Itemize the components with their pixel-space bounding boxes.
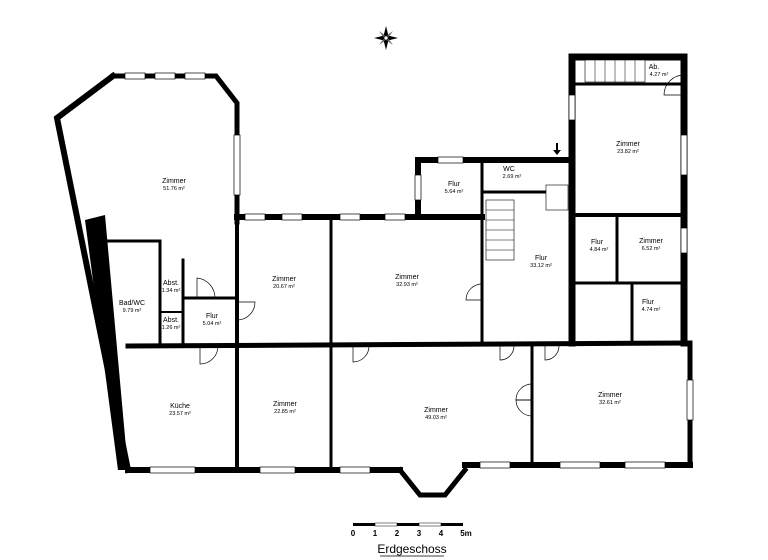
svg-text:Zimmer: Zimmer	[616, 141, 640, 148]
room-bad-wc: Bad/WC9.79 m²	[119, 300, 145, 314]
svg-text:20.67 m²: 20.67 m²	[273, 284, 295, 290]
svg-text:Flur: Flur	[206, 313, 219, 320]
svg-text:Ab.: Ab.	[649, 64, 660, 71]
svg-text:22.85 m²: 22.85 m²	[274, 409, 296, 415]
svg-text:Zimmer: Zimmer	[639, 238, 663, 245]
walls	[53, 53, 693, 498]
room-wc: WC2.69 m²	[503, 166, 522, 180]
svg-text:Zimmer: Zimmer	[424, 407, 448, 414]
svg-text:Abst.: Abst.	[163, 280, 179, 287]
doors	[196, 74, 685, 417]
entrance-arrow-icon	[553, 143, 561, 155]
svg-text:Abst.: Abst.	[163, 317, 179, 324]
svg-text:Flur: Flur	[642, 299, 655, 306]
svg-text:Flur: Flur	[448, 181, 461, 188]
svg-text:4: 4	[439, 529, 444, 538]
scale-bar: 0 1 2 3 4 5m	[351, 522, 472, 538]
room-abst-1: Abst.1.34 m²	[162, 280, 181, 294]
room-ab: Ab.4.27 m²	[649, 64, 669, 78]
svg-text:Zimmer: Zimmer	[598, 392, 622, 399]
stairs	[485, 59, 646, 261]
compass-icon	[374, 26, 398, 50]
svg-text:Küche: Küche	[170, 403, 190, 410]
svg-text:3: 3	[417, 529, 422, 538]
svg-text:Flur: Flur	[535, 255, 548, 262]
svg-text:32.93 m²: 32.93 m²	[396, 282, 418, 288]
svg-text:Zimmer: Zimmer	[272, 276, 296, 283]
svg-text:4.27 m²: 4.27 m²	[650, 72, 669, 78]
svg-text:Bad/WC: Bad/WC	[119, 300, 145, 307]
plan-title: Erdgeschoss	[377, 542, 446, 556]
svg-text:Flur: Flur	[591, 239, 604, 246]
svg-text:1.26 m²: 1.26 m²	[162, 325, 181, 331]
svg-text:4.84 m²: 4.84 m²	[590, 247, 609, 253]
svg-text:WC: WC	[503, 166, 515, 173]
svg-text:5.64 m²: 5.64 m²	[445, 189, 464, 195]
svg-text:Zimmer: Zimmer	[273, 401, 297, 408]
svg-text:5m: 5m	[460, 529, 472, 538]
svg-text:9.79 m²: 9.79 m²	[123, 308, 142, 314]
svg-text:1.34 m²: 1.34 m²	[162, 288, 181, 294]
svg-text:23.57 m²: 23.57 m²	[169, 411, 191, 417]
svg-text:49.03 m²: 49.03 m²	[425, 415, 447, 421]
svg-text:51.76 m²: 51.76 m²	[163, 186, 185, 192]
windows	[124, 72, 694, 474]
svg-text:6.52 m²: 6.52 m²	[642, 246, 661, 252]
svg-text:32.61 m²: 32.61 m²	[599, 400, 621, 406]
svg-text:Zimmer: Zimmer	[395, 274, 419, 281]
svg-text:Zimmer: Zimmer	[162, 178, 186, 185]
svg-text:2.69 m²: 2.69 m²	[503, 174, 522, 180]
svg-text:0: 0	[351, 529, 356, 538]
svg-text:2: 2	[395, 529, 400, 538]
room-abst-2: Abst.1.26 m²	[162, 317, 181, 331]
svg-text:23.82 m²: 23.82 m²	[617, 149, 639, 155]
svg-text:33.12 m²: 33.12 m²	[530, 263, 552, 269]
svg-text:1: 1	[373, 529, 378, 538]
svg-text:5.04 m²: 5.04 m²	[203, 321, 222, 327]
svg-text:4.74 m²: 4.74 m²	[642, 307, 661, 313]
